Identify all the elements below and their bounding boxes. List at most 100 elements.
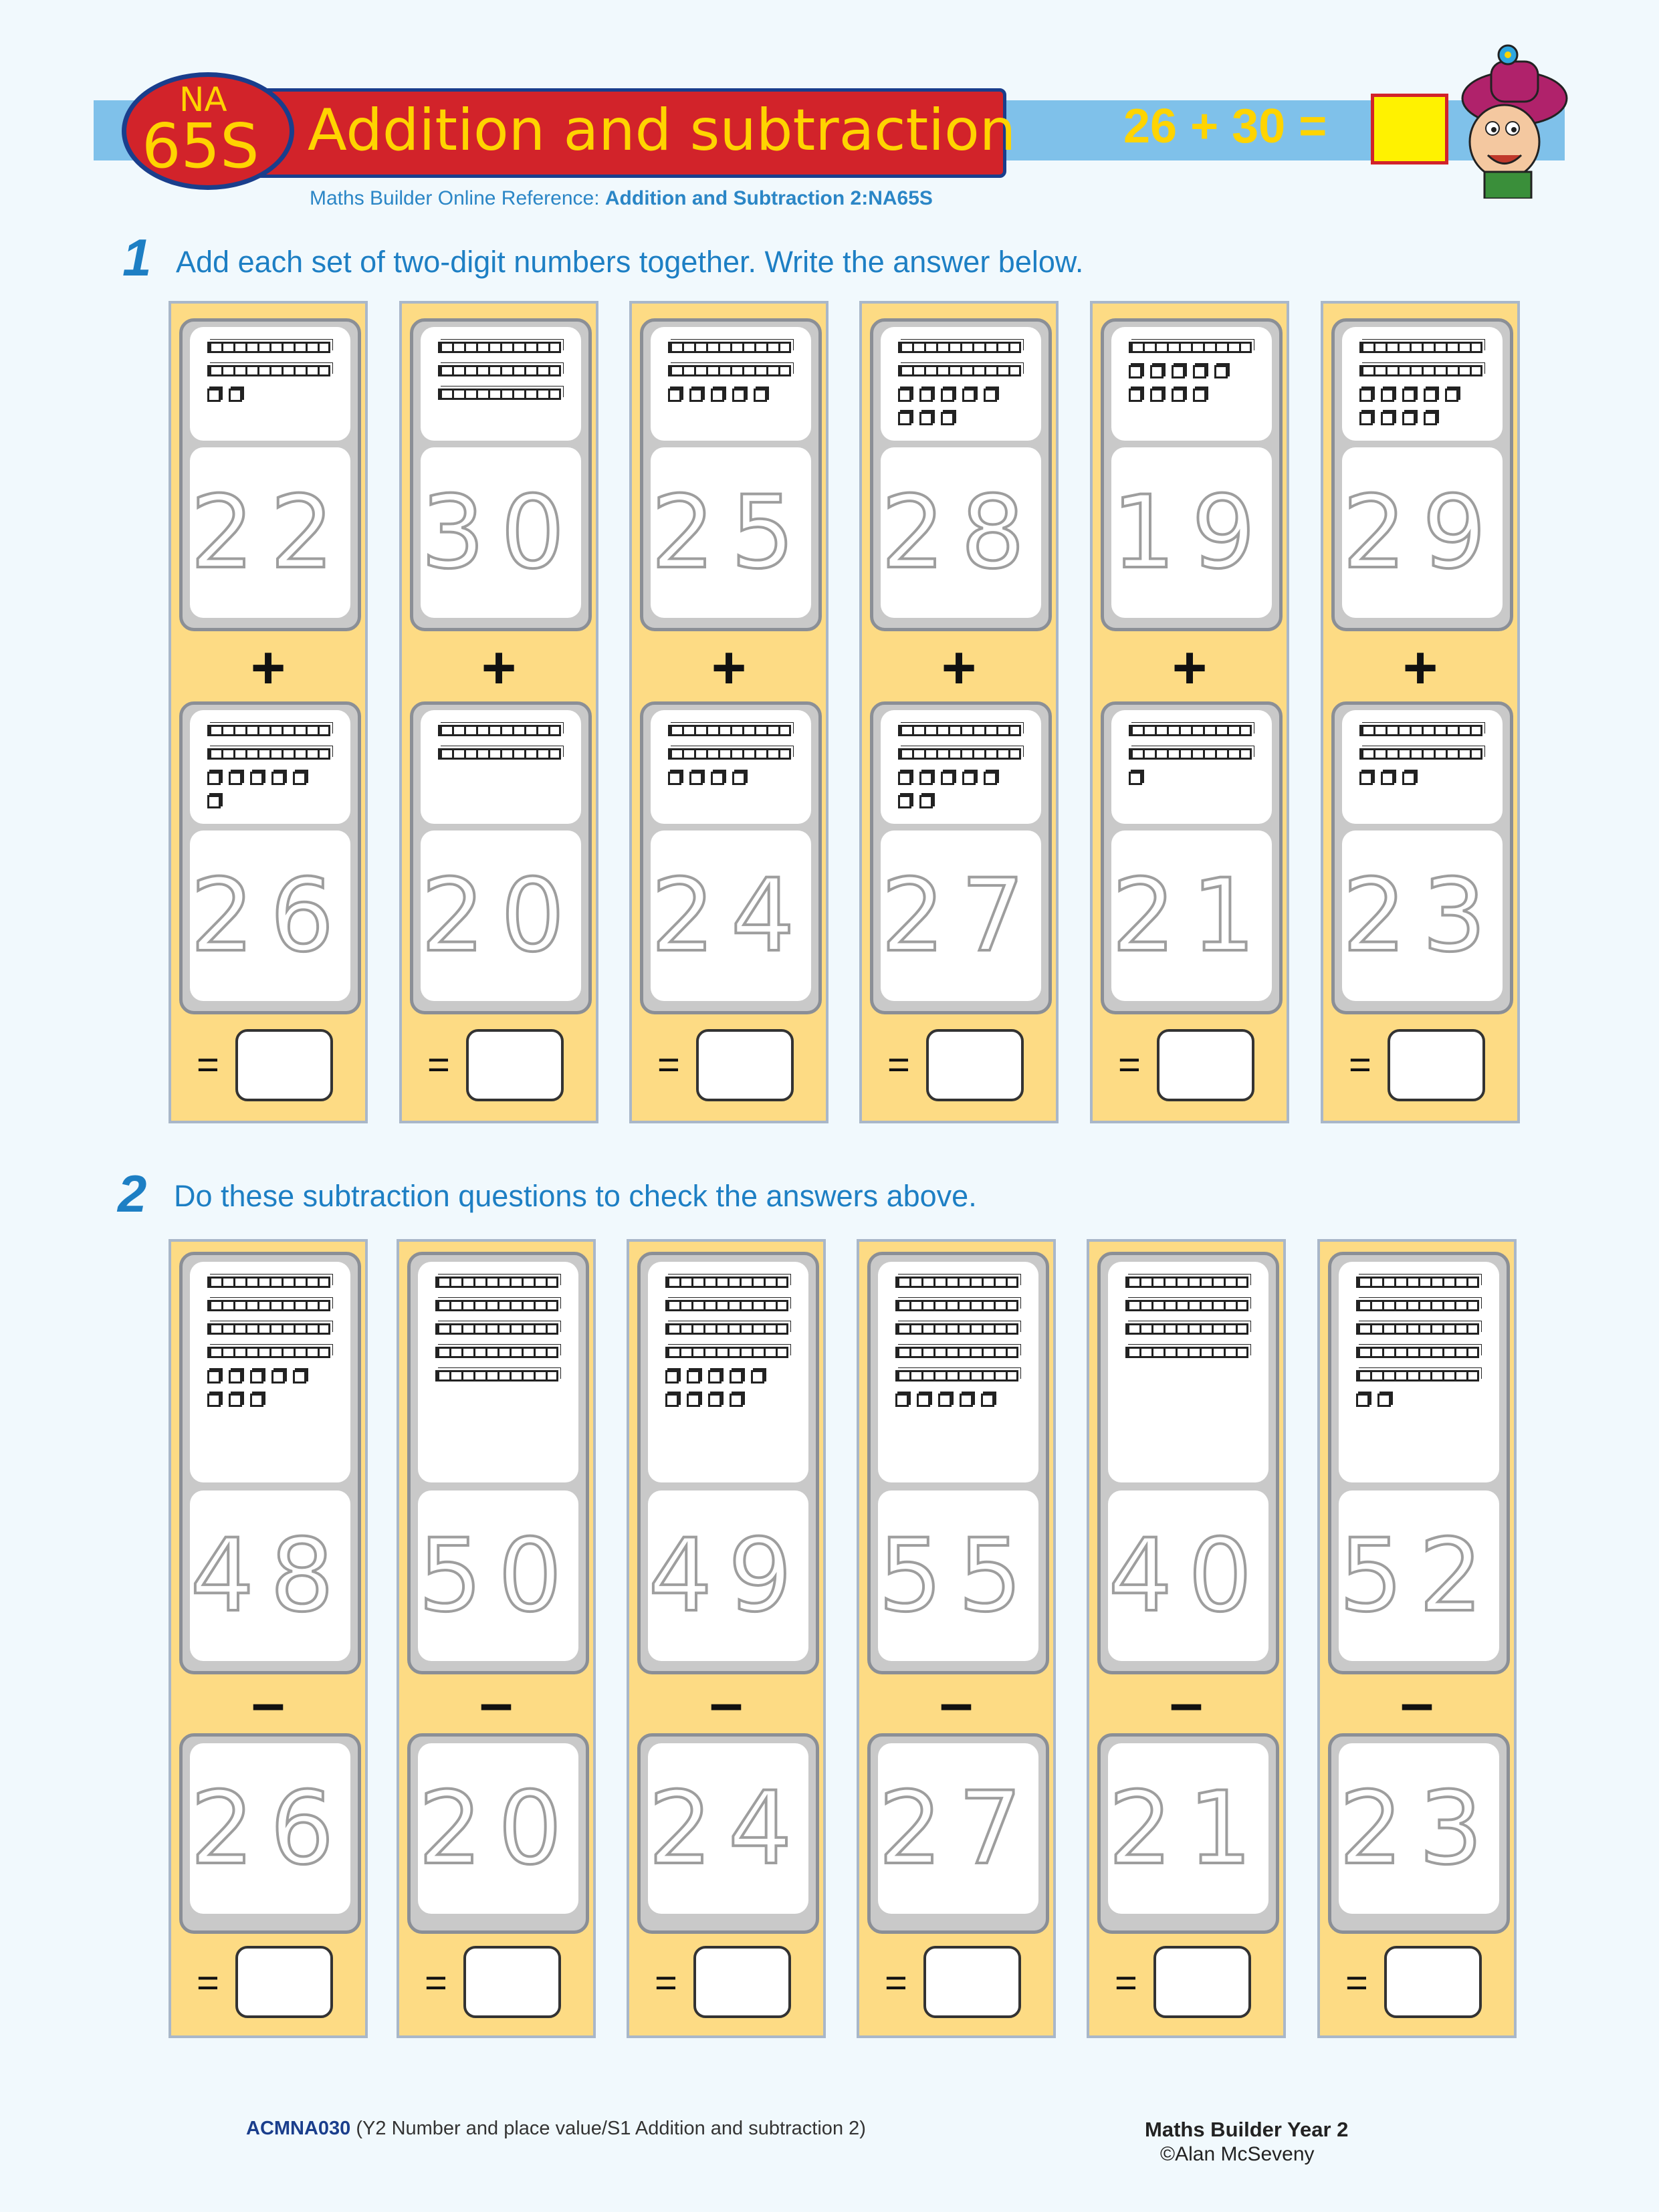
unit-row bbox=[898, 389, 1021, 402]
unit-cube bbox=[1214, 365, 1228, 378]
answer-box[interactable] bbox=[466, 1029, 564, 1101]
unit-cube bbox=[941, 412, 954, 425]
unit-cube bbox=[207, 795, 221, 808]
trace-number: 27 bbox=[880, 857, 1041, 976]
base-ten-blocks bbox=[881, 710, 1041, 824]
minus-sign: – bbox=[1400, 1670, 1434, 1737]
unit-row bbox=[898, 795, 1021, 808]
unit-cube bbox=[1424, 412, 1437, 425]
number-card: 20 bbox=[420, 831, 581, 1001]
badge-code: 65S bbox=[142, 110, 259, 182]
unit-cube bbox=[981, 1394, 994, 1407]
curriculum-code: ACMNA030 bbox=[246, 2118, 351, 2139]
unit-cube bbox=[960, 1394, 973, 1407]
answer-box[interactable] bbox=[696, 1029, 794, 1101]
unit-cube bbox=[730, 1394, 743, 1407]
unit-row bbox=[668, 772, 791, 785]
ten-rod bbox=[1359, 748, 1482, 760]
unit-cube bbox=[665, 1370, 679, 1384]
question-1-instruction: Add each set of two-digit numbers togeth… bbox=[176, 245, 1084, 279]
answer-box[interactable] bbox=[926, 1029, 1024, 1101]
trace-number: 27 bbox=[877, 1769, 1038, 1888]
answer-box[interactable] bbox=[1153, 1946, 1251, 2018]
unit-row bbox=[668, 389, 791, 402]
ten-rod bbox=[207, 342, 330, 353]
reference-label: Maths Builder Online Reference: bbox=[310, 187, 605, 209]
base-ten-blocks bbox=[648, 1262, 808, 1482]
ten-rod bbox=[435, 1370, 558, 1381]
unit-cube bbox=[919, 412, 933, 425]
unit-cube bbox=[895, 1394, 909, 1407]
unit-cube bbox=[229, 1394, 242, 1407]
answer-box[interactable] bbox=[235, 1946, 333, 2018]
trace-number: 19 bbox=[1111, 473, 1272, 592]
unit-cube bbox=[919, 795, 933, 808]
subtraction-column: 55 – 27 = bbox=[857, 1239, 1056, 2038]
unit-cube bbox=[732, 772, 746, 785]
answer-box[interactable] bbox=[1384, 1946, 1482, 2018]
unit-cube bbox=[898, 772, 911, 785]
sample-answer-box[interactable] bbox=[1371, 94, 1448, 164]
unit-cube bbox=[732, 389, 746, 402]
unit-cube bbox=[711, 389, 724, 402]
base-ten-blocks bbox=[1108, 1262, 1268, 1482]
unit-cube bbox=[730, 1370, 743, 1384]
subtraction-column: 52 – 23 = bbox=[1317, 1239, 1517, 2038]
ten-rod bbox=[1125, 1323, 1248, 1335]
number-card: 21 bbox=[1111, 831, 1272, 1001]
ten-rod bbox=[895, 1300, 1018, 1311]
unit-cube bbox=[1193, 389, 1206, 402]
trace-number: 49 bbox=[647, 1517, 808, 1636]
ten-rod bbox=[1129, 725, 1252, 736]
unit-row bbox=[665, 1394, 788, 1407]
mascot-character-icon bbox=[1461, 44, 1568, 199]
answer-box[interactable] bbox=[1157, 1029, 1254, 1101]
answer-box[interactable] bbox=[1388, 1029, 1485, 1101]
top-number-tray: 25 bbox=[640, 318, 822, 631]
unit-cube bbox=[984, 389, 997, 402]
bottom-number-tray: 21 bbox=[1097, 1733, 1279, 1934]
unit-cube bbox=[689, 772, 703, 785]
bottom-number-tray: 26 bbox=[179, 1733, 361, 1934]
unit-cube bbox=[1359, 412, 1373, 425]
ten-rod bbox=[438, 389, 561, 400]
equals-sign: = bbox=[887, 1043, 910, 1087]
badge-strand: NA bbox=[179, 80, 227, 119]
number-card: 28 bbox=[880, 447, 1041, 618]
number-card: 20 bbox=[417, 1743, 578, 1914]
answer-box[interactable] bbox=[923, 1946, 1021, 2018]
base-ten-blocks bbox=[190, 1262, 350, 1482]
number-card: 25 bbox=[650, 447, 811, 618]
equals-sign: = bbox=[427, 1043, 450, 1087]
ten-rod bbox=[898, 725, 1021, 736]
bottom-number-tray: 20 bbox=[407, 1733, 589, 1934]
answer-box[interactable] bbox=[463, 1946, 561, 2018]
bottom-number-tray: 27 bbox=[870, 701, 1052, 1014]
number-card: 23 bbox=[1338, 1743, 1499, 1914]
unit-cube bbox=[1129, 772, 1142, 785]
ten-rod bbox=[207, 748, 330, 760]
plus-sign: + bbox=[1402, 635, 1438, 701]
title-banner bbox=[254, 88, 1006, 178]
base-ten-blocks bbox=[1111, 710, 1272, 824]
top-number-tray: 19 bbox=[1101, 318, 1283, 631]
unit-cube bbox=[229, 1370, 242, 1384]
equals-sign: = bbox=[1345, 1961, 1368, 2005]
equals-sign: = bbox=[657, 1043, 680, 1087]
unit-row bbox=[1129, 365, 1252, 378]
unit-cube bbox=[962, 389, 976, 402]
unit-row bbox=[207, 1370, 330, 1384]
bottom-number-tray: 23 bbox=[1331, 701, 1513, 1014]
ten-rod bbox=[895, 1277, 1018, 1288]
unit-cube bbox=[229, 389, 242, 402]
base-ten-blocks bbox=[651, 327, 811, 441]
answer-box[interactable] bbox=[693, 1946, 791, 2018]
ten-rod bbox=[898, 365, 1021, 376]
ten-rod bbox=[207, 1347, 330, 1358]
number-card: 48 bbox=[189, 1490, 350, 1661]
answer-box[interactable] bbox=[235, 1029, 333, 1101]
unit-cube bbox=[962, 772, 976, 785]
ten-rod bbox=[438, 365, 561, 376]
ten-rod bbox=[435, 1277, 558, 1288]
top-number-tray: 22 bbox=[179, 318, 361, 631]
